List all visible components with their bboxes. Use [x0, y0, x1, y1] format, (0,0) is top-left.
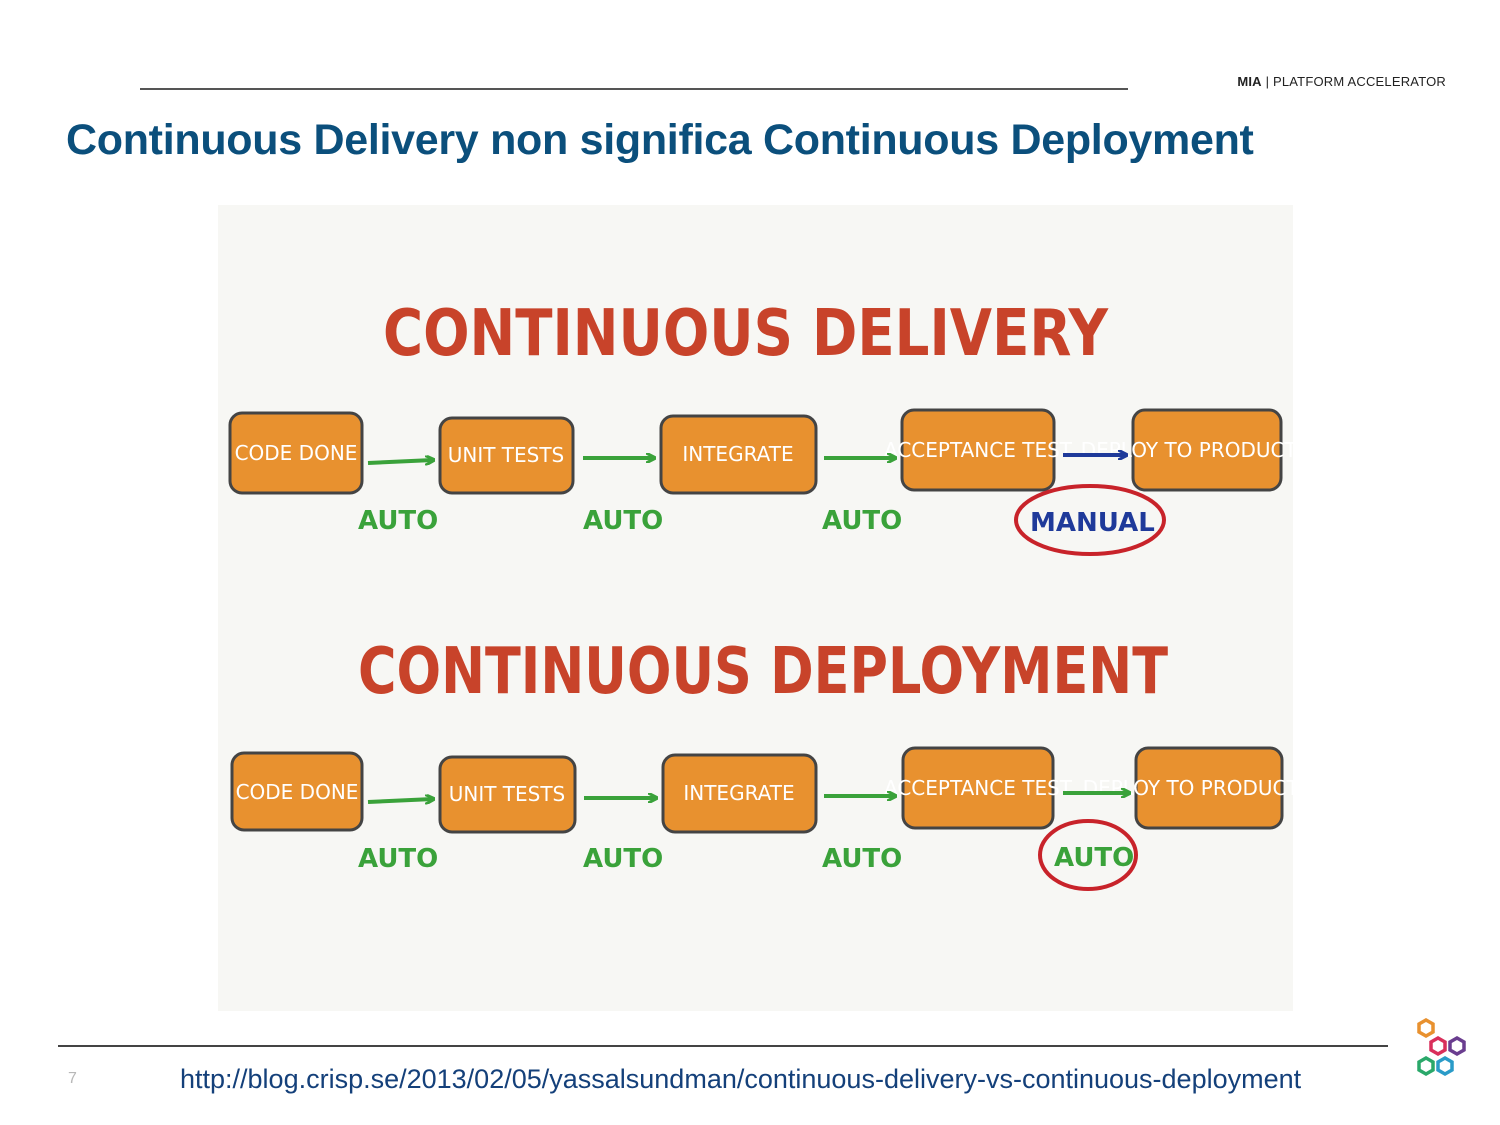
deployment-step-box: [901, 746, 1055, 830]
cd-vs-cd-diagram: CONTINUOUS DELIVERY CONTINUOUS DEPLOYMEN…: [218, 205, 1293, 1011]
deployment-arrow: [367, 799, 433, 802]
deployment-step-box: [438, 755, 577, 834]
deployment-step-box: [230, 751, 364, 832]
deployment-step-label: DEPLOY TO PRODUCTION: [1083, 776, 1293, 800]
delivery-step-box: [438, 416, 575, 495]
deployment-transition: AUTO: [583, 844, 663, 874]
header-divider: [140, 88, 1128, 90]
deployment-transition: AUTO: [358, 844, 438, 874]
source-link[interactable]: http://blog.crisp.se/2013/02/05/yassalsu…: [180, 1064, 1302, 1094]
deployment-heading: CONTINUOUS DEPLOYMENT: [358, 635, 1168, 709]
delivery-transition: AUTO: [583, 506, 663, 536]
footer-divider: [58, 1045, 1388, 1047]
delivery-step-box: [659, 414, 818, 495]
deployment-transition: AUTO: [1054, 843, 1134, 873]
deployment-transition: AUTO: [822, 844, 902, 874]
brand-label: MIA | PLATFORM ACCELERATOR: [1160, 74, 1446, 89]
delivery-step-label: CODE DONE: [235, 441, 358, 465]
delivery-transition: MANUAL: [1030, 508, 1155, 538]
auto-circle: [1038, 819, 1138, 891]
brand-rest: | PLATFORM ACCELERATOR: [1261, 74, 1446, 89]
deployment-step-box: [1134, 746, 1284, 830]
delivery-heading: CONTINUOUS DELIVERY: [383, 297, 1109, 371]
delivery-step-label: ACCEPTANCE TEST: [884, 438, 1073, 462]
deployment-step-label: CODE DONE: [236, 780, 359, 804]
hexagon-cluster-logo-icon: [1412, 1017, 1472, 1082]
delivery-step-label: INTEGRATE: [682, 442, 793, 466]
deployment-step-label: INTEGRATE: [683, 781, 794, 805]
delivery-step-box: [900, 408, 1056, 492]
delivery-arrow: [367, 460, 433, 463]
deployment-step-label: UNIT TESTS: [449, 782, 566, 806]
delivery-step-label: UNIT TESTS: [448, 443, 565, 467]
delivery-step-box: [228, 411, 364, 495]
deployment-step-label: ACCEPTANCE TEST: [884, 776, 1073, 800]
delivery-transition: AUTO: [358, 506, 438, 536]
brand-strong: MIA: [1237, 74, 1262, 89]
page-number: 7: [68, 1070, 77, 1087]
delivery-step-box: [1131, 408, 1283, 492]
manual-circle: [1014, 484, 1166, 556]
delivery-transition: AUTO: [822, 506, 902, 536]
delivery-step-label: DEPLOY TO PRODUCTION: [1081, 438, 1293, 462]
deployment-step-box: [661, 753, 818, 834]
slide-title: Continuous Delivery non significa Contin…: [66, 116, 1254, 164]
